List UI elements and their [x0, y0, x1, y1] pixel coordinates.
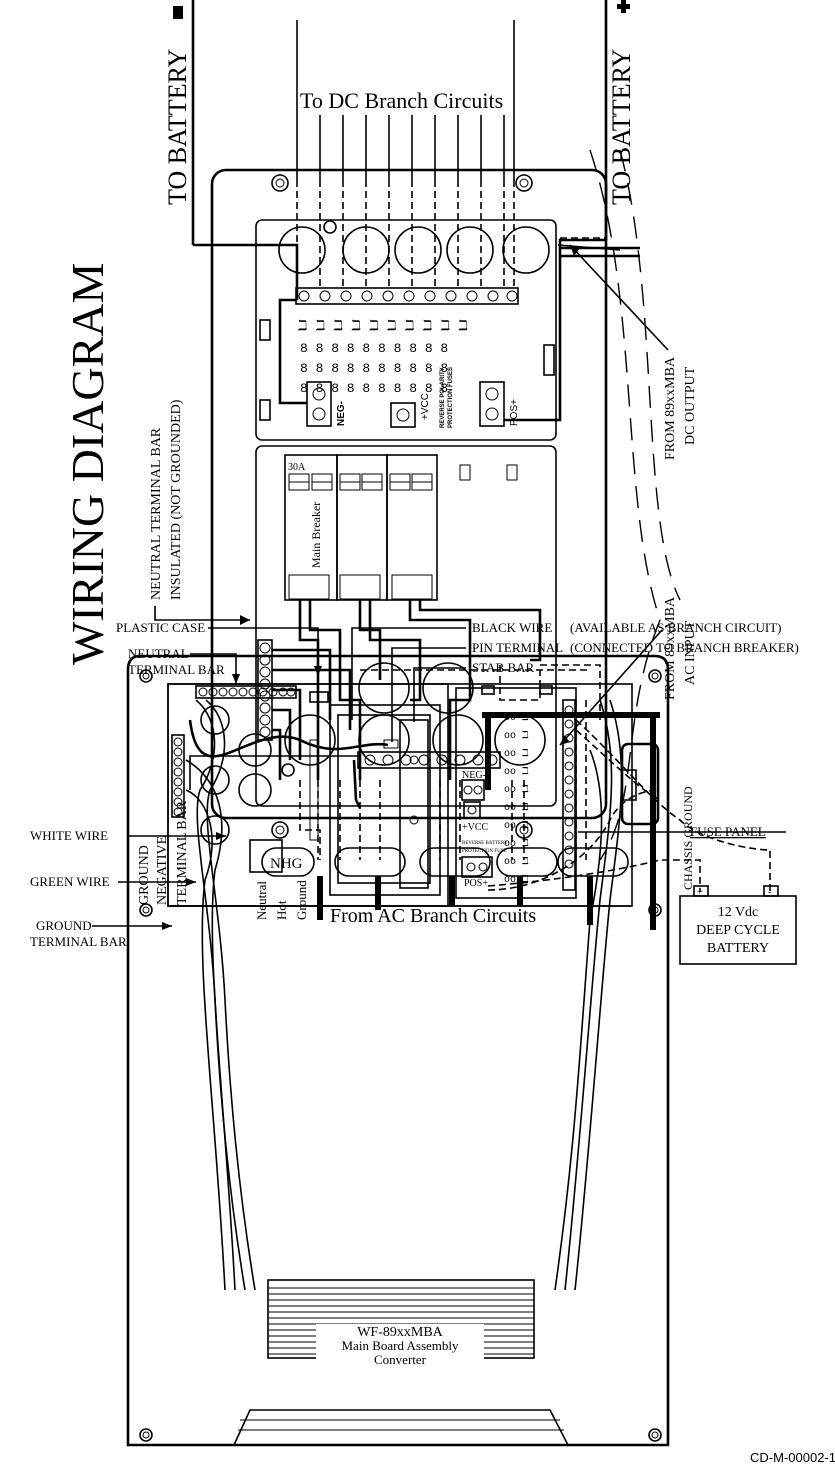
battery-positive-terminal	[693, 885, 709, 897]
breaker-toggles	[288, 464, 518, 600]
neutral-bar-pointer	[154, 606, 250, 621]
feed-lines	[557, 149, 681, 861]
from-ac-branch-label: From AC Branch Circuits	[330, 905, 536, 927]
from-dc-output-line1: FROM 89xxMBA	[663, 356, 678, 460]
bottom-knockouts	[200, 705, 283, 873]
main-breaker-label: Main Breaker	[309, 502, 323, 568]
to-battery-negative-label: TO BATTERY	[163, 49, 192, 205]
black-wire	[188, 719, 389, 758]
dc-branch-circuits-label: To DC Branch Circuits	[300, 88, 503, 113]
fuse-panel-fuses: oo ℶ oo ℶ oo ℶ oo ℶ oo ℶ oo ℶ oo ℶ oo ℶ …	[504, 712, 529, 886]
reverse-polarity-label: REVERSE POLARITY	[440, 367, 446, 428]
svg-text:8 8 8 8 8 8 8 8 8 8: 8 8 8 8 8 8 8 8 8 8	[300, 341, 448, 356]
from-ac-input-line2: AC INPUT	[683, 620, 698, 685]
wire-bundles	[185, 699, 623, 1291]
fuse-panel-terminals	[562, 699, 576, 891]
pin-terminal-label: PIN TERMINAL	[472, 640, 563, 655]
fuse-panel-vcc-label: +VCC	[462, 822, 489, 833]
available-branch-label: (AVAILABLE AS BRANCH CIRCUIT)	[570, 620, 782, 635]
case-mounting-holes	[139, 669, 662, 1442]
branch-breaker-2	[386, 454, 438, 601]
neg-terminal-label: NEG-	[336, 401, 347, 426]
chassis-ground-label: CHASSIS GROUND	[681, 786, 695, 890]
wire-hot-label: Hot	[274, 900, 289, 920]
svg-text:oo ℶ: oo ℶ	[504, 838, 529, 850]
pos-terminal-block	[479, 381, 505, 427]
battery-type-label: DEEP CYCLE	[696, 923, 780, 938]
neutral-bar-label-line2: INSULATED (NOT GROUNDED)	[169, 399, 184, 600]
ground-terminal-strip	[171, 734, 185, 818]
dc-branch-wires	[296, 20, 515, 290]
converter-type-label: Converter	[374, 1352, 427, 1367]
ground-terminal-bar-label-line1: GROUND	[36, 918, 92, 933]
svg-text:oo ℶ: oo ℶ	[504, 784, 529, 796]
dc-fuses: ℶ ℶ ℶ ℶ ℶ ℶ ℶ ℶ ℶ ℶ 8 8 8 8 8 8 8 8 8 8 …	[297, 319, 469, 396]
converter-model-label: WF-89xxMBA	[357, 1325, 443, 1340]
negative-bar-label-line1: NEGATIVE	[155, 836, 170, 905]
neutral-terminal-bar-label-line2: TERMINAL BAR	[128, 662, 225, 677]
white-wire-label: WHITE WIRE	[30, 828, 108, 843]
battery	[679, 895, 797, 965]
svg-text:ℶ ℶ ℶ ℶ ℶ ℶ ℶ ℶ ℶ ℶ: ℶ ℶ ℶ ℶ ℶ ℶ ℶ ℶ ℶ ℶ	[297, 319, 469, 335]
plastic-case-label: PLASTIC CASE	[116, 620, 205, 635]
stab-bar-label: STAB BAR	[472, 660, 534, 675]
negative-bar-pointer	[189, 755, 358, 790]
dc-terminal-row	[295, 287, 519, 305]
reverse-battery-label: REVERSE BATTERY	[462, 841, 508, 846]
svg-text:oo ℶ: oo ℶ	[504, 802, 529, 814]
to-battery-positive-label: TO BATTERY	[607, 49, 636, 205]
svg-text:oo ℶ: oo ℶ	[504, 712, 529, 724]
document-number: CD-M-00002-1	[750, 1450, 835, 1465]
wire-ground-label: Ground	[294, 880, 309, 920]
nhg-label: NHG	[270, 856, 303, 872]
battery-name-label: BATTERY	[707, 941, 769, 956]
fuse-panel-pos-label: POS+	[464, 878, 488, 889]
diagram-title: WIRING DIAGRAM	[62, 263, 113, 665]
mounting-holes	[271, 174, 533, 839]
negative-terminal-bar	[357, 751, 501, 769]
dc-knockouts	[278, 226, 550, 274]
converter-board-label: Main Board Assembly	[342, 1338, 459, 1353]
pos-terminal-label: POS+	[509, 399, 520, 426]
battery-neg-sign: -	[768, 887, 771, 898]
battery-negative-terminal	[763, 885, 779, 897]
svg-text:oo ℶ: oo ℶ	[504, 730, 529, 742]
battery-pos-sign: +	[697, 887, 703, 898]
svg-text:oo ℶ: oo ℶ	[504, 766, 529, 778]
fuse-panel-board	[455, 687, 577, 899]
wire-neutral-label: Neutral	[254, 881, 269, 920]
fuse-panel-neg-label: NEG-	[462, 770, 486, 781]
dc-output-pointer	[569, 244, 669, 351]
svg-text:oo ℶ: oo ℶ	[504, 820, 529, 832]
vcc-terminal-label: +VCC	[420, 393, 431, 420]
negative-sign	[173, 6, 183, 19]
svg-text:oo ℶ: oo ℶ	[504, 856, 529, 868]
protection-fuse-label: PROTECTION FUSE	[462, 849, 507, 854]
ac-input-pointer	[559, 629, 663, 746]
neutral-bar-label-line1: NEUTRAL TERMINAL BAR	[149, 427, 164, 600]
breaker-rating-label: 30A	[288, 462, 306, 473]
dc-fuse-panel	[255, 219, 557, 441]
outer-case-outline	[126, 654, 670, 1447]
ground-label: GROUND	[137, 845, 152, 905]
svg-text:8 8 8 8 8 8 8 8 8 8: 8 8 8 8 8 8 8 8 8 8	[300, 381, 448, 396]
neutral-terminal-strip	[195, 685, 297, 699]
neutral-terminal-bar-label-line1: NEUTRAL	[128, 646, 189, 661]
from-dc-output-line2: DC OUTPUT	[683, 366, 698, 445]
protection-fuses-label: PROTECTION FUSES	[448, 367, 454, 428]
black-wire-label: BLACK WIRE	[472, 620, 552, 635]
positive-sign	[617, 0, 630, 13]
connected-breaker-label: (CONNECTED TO BRANCH BREAKER)	[570, 640, 799, 655]
green-wire-label: GREEN WIRE	[30, 874, 110, 889]
panel-enclosure	[210, 168, 608, 820]
ground-terminal-bar-label-line2: TERMINAL BAR	[30, 934, 127, 949]
breaker-opening	[329, 704, 441, 896]
battery-voltage-label: 12 Vdc	[718, 905, 759, 920]
svg-text:oo ℶ: oo ℶ	[504, 748, 529, 760]
ac-breaker-section	[255, 445, 557, 807]
svg-text:8 8 8 8 8 8 8 8 8 8: 8 8 8 8 8 8 8 8 8 8	[300, 361, 448, 376]
battery-positive-lead	[487, 859, 701, 892]
